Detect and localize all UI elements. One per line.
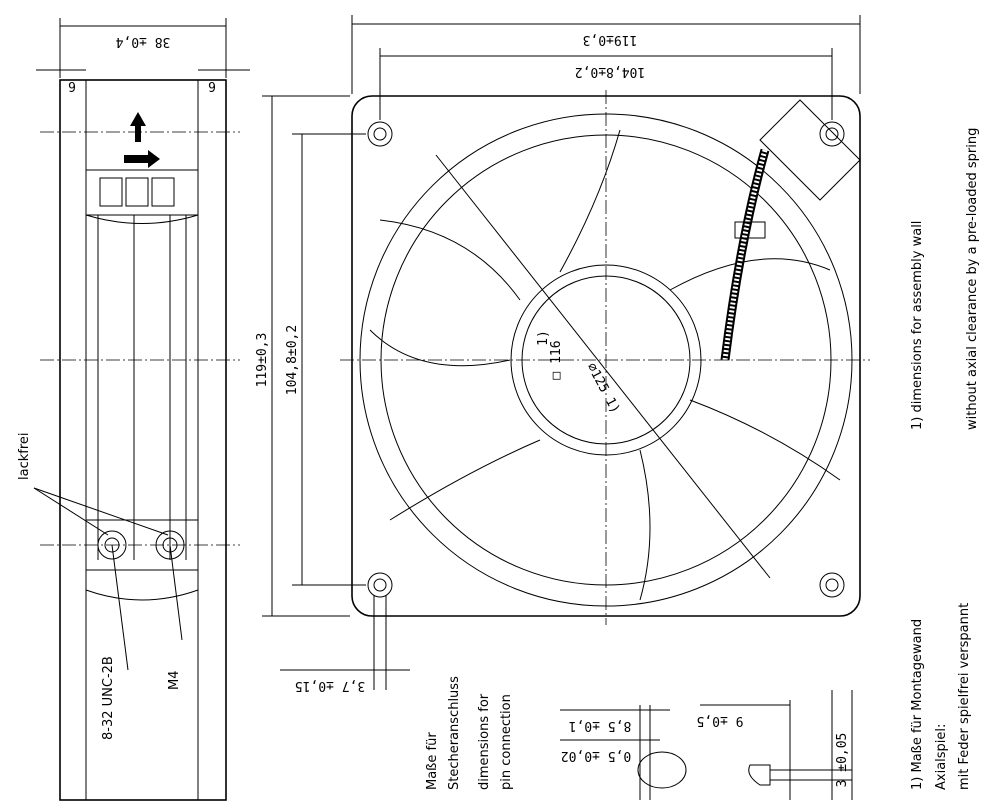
fan-blade [389, 439, 541, 521]
mounting-hole-inner [373, 578, 387, 592]
connector-block [85, 169, 199, 216]
fan-blade [689, 399, 841, 481]
pin-connection: Maße für Stecheranschluss dimensions for… [425, 676, 853, 800]
mounting-hole-inner [373, 127, 387, 141]
cable-clip [734, 221, 766, 239]
connector-slot [125, 177, 149, 207]
leader-line [33, 487, 169, 536]
dim-front-width: 119±0,3 [583, 32, 638, 47]
dim-front-hole-spacing: 104,8±0,2 [575, 64, 645, 79]
pin-label-de-2: Stecheranschluss [447, 676, 462, 790]
front-view: 119±0,3 104,8±0,2 119±0,3 104,8±0,2 □ 11… [255, 15, 870, 693]
connector-slot [99, 177, 123, 207]
dim-left-gap: 6 [68, 78, 76, 93]
dim-right-gap: 6 [208, 78, 216, 93]
note-de-axial-title: Axialspiel: [934, 724, 949, 790]
label-thread-unc: 8-32 UNC-2B [101, 656, 116, 740]
side-curve-top [85, 214, 199, 224]
label-lackfrei: lackfrei [17, 433, 32, 481]
pin-label-en-1: dimensions for [477, 693, 492, 790]
mounting-hole-top-left [367, 121, 393, 147]
mounting-hole-bottom-left [367, 572, 393, 598]
dim-side-width: 38 ±0,4 [115, 34, 170, 49]
fan-blade [369, 329, 511, 367]
note-de-axial-text: mit Feder spielfrei verspannt [957, 603, 972, 790]
pin-label-en-2: pin connection [499, 694, 514, 790]
dim-front-height-holes: 104,8±0,2 [285, 325, 300, 395]
leader-line-unc [111, 544, 129, 671]
dim-front-height: 119±0,3 [255, 333, 270, 388]
airflow-arrow-icon [130, 112, 146, 142]
footnote-mark: 1) [536, 330, 551, 346]
diameter-line [435, 154, 771, 579]
leader-line [33, 487, 109, 536]
side-curve-bottom [85, 589, 199, 601]
note-de-footnote: 1) Maße für Montagewand [910, 619, 925, 790]
pin-label-de-1: Maße für [425, 732, 440, 790]
dim-pin-85: 8,5 ±0,1 [569, 718, 632, 733]
leader-line-m4 [169, 544, 183, 641]
fan-blade [379, 219, 521, 301]
mounting-hole-bottom-right [819, 572, 845, 598]
fan-blade [639, 449, 651, 601]
rotation-arrow-icon [124, 150, 160, 168]
mounting-hole-inner [825, 578, 839, 592]
fan-cable-braid [722, 149, 768, 361]
note-en-footnote: 1) dimensions for assembly wall [910, 221, 925, 430]
pin-body [748, 764, 771, 786]
dim-diameter: ⌀125 1) [584, 361, 623, 416]
label-thread-m4: M4 [167, 671, 182, 691]
notes: 1) dimensions for assembly wall without … [910, 128, 980, 790]
side-view: 38 ±0,4 6 6 lackfrei 8-32 UNC-2B M4 [17, 18, 250, 801]
connector-slot [151, 177, 175, 207]
fan-blade [669, 258, 831, 291]
dim-hole-offset: 3,7 ±0,15 [295, 678, 365, 693]
pin-head [637, 751, 687, 789]
mounting-hole-inner [825, 127, 839, 141]
note-en-axial: without axial clearance by a pre-loaded … [965, 128, 980, 430]
dim-pin-05: 0,5 ±0,02 [561, 748, 631, 763]
dim-pin-9: 9 ±0,5 [697, 713, 744, 728]
cable-strain-relief [759, 99, 861, 201]
side-housing-outline [59, 79, 227, 801]
dim-pin-3: 3 ±0,05 [835, 733, 850, 788]
fan-blade [559, 129, 621, 273]
dim-square-116: □ 116 [549, 340, 564, 379]
mounting-hole-top-right [819, 121, 845, 147]
